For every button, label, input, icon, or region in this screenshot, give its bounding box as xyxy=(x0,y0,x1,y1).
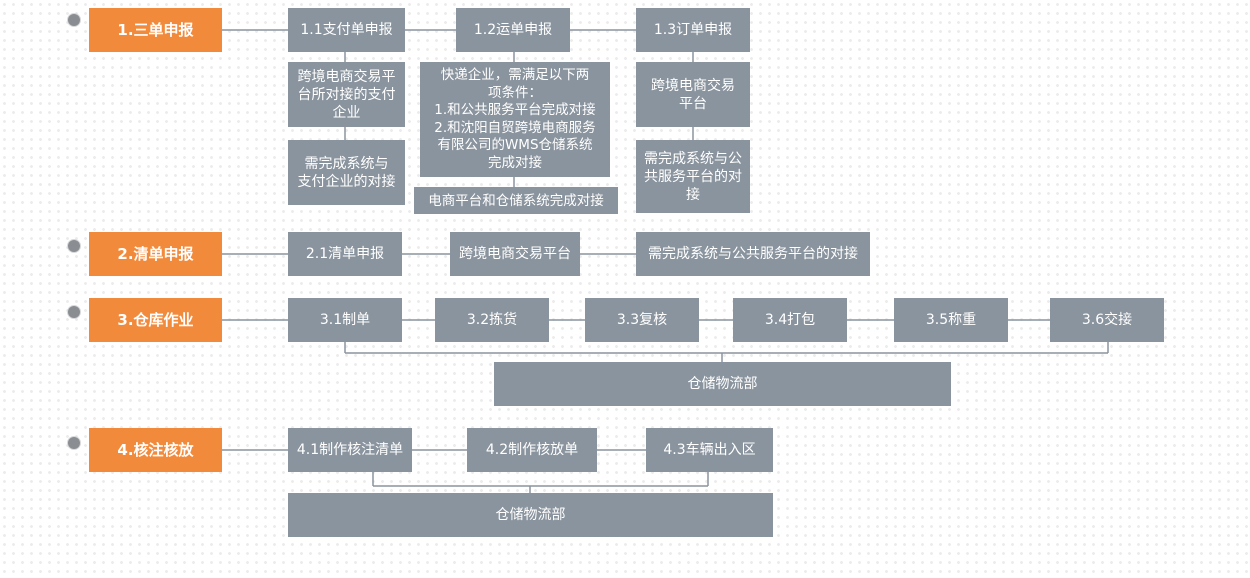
warehouse-step-3: 3.3复核 xyxy=(585,298,699,342)
warehouse-step-2: 3.2拣货 xyxy=(435,298,549,342)
warehouse-step-4: 3.4打包 xyxy=(733,298,847,342)
list-platform-box: 跨境电商交易平台 xyxy=(450,232,580,276)
stage-3-label: 3.仓库作业 xyxy=(89,298,222,342)
waybill-conditions-box: 快递企业，需满足以下两 项条件： 1.和公共服务平台完成对接 2.和沈阳自贸跨境… xyxy=(420,62,610,177)
stage-2-label: 2.清单申报 xyxy=(89,232,222,276)
order-declaration-box: 1.3订单申报 xyxy=(636,8,750,52)
stage-1-bullet xyxy=(68,14,80,26)
order-platform-box: 跨境电商交易 平台 xyxy=(636,62,750,127)
order-requirement-box: 需完成系统与公 共服务平台的对 接 xyxy=(636,140,750,213)
stage-4-bullet xyxy=(68,437,80,449)
list-requirement-box: 需完成系统与公共服务平台的对接 xyxy=(636,232,870,276)
warehouse-logistics-dept: 仓储物流部 xyxy=(494,362,951,406)
release-logistics-dept: 仓储物流部 xyxy=(288,493,773,537)
release-step-2: 4.2制作核放单 xyxy=(467,428,597,472)
warehouse-step-5: 3.5称重 xyxy=(894,298,1008,342)
waybill-requirement-box: 电商平台和仓储系统完成对接 xyxy=(414,187,618,214)
stage-2-bullet xyxy=(68,240,80,252)
payment-enterprise-box: 跨境电商交易平 台所对接的支付 企业 xyxy=(288,62,405,127)
release-step-1: 4.1制作核注清单 xyxy=(288,428,412,472)
stage-4-label: 4.核注核放 xyxy=(89,428,222,472)
stage-1-label: 1.三单申报 xyxy=(89,8,222,52)
list-declaration-box: 2.1清单申报 xyxy=(288,232,402,276)
warehouse-step-1: 3.1制单 xyxy=(288,298,402,342)
stage-3-bullet xyxy=(68,306,80,318)
release-step-3: 4.3车辆出入区 xyxy=(646,428,773,472)
payment-declaration-box: 1.1支付单申报 xyxy=(288,8,405,52)
waybill-declaration-box: 1.2运单申报 xyxy=(456,8,570,52)
payment-requirement-box: 需完成系统与 支付企业的对接 xyxy=(288,140,405,205)
warehouse-step-6: 3.6交接 xyxy=(1050,298,1164,342)
